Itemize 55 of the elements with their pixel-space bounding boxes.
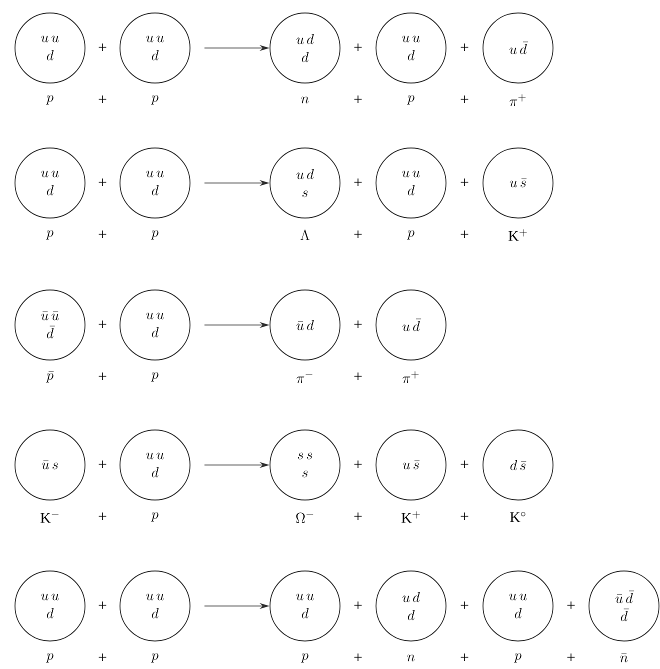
plus-sign: + xyxy=(354,320,362,328)
particle-symbol: $\bar{n}$ xyxy=(620,654,628,662)
plus-sign: + xyxy=(460,44,468,51)
plus-sign: + xyxy=(354,512,362,520)
plus-sign: + xyxy=(460,512,468,520)
plus-sign: + xyxy=(354,96,362,103)
plus-sign: + xyxy=(354,460,362,468)
particle-symbol: $p$ xyxy=(151,512,158,522)
plus-sign: + xyxy=(98,654,106,661)
plus-sign: + xyxy=(354,230,362,238)
particle-symbol: $\pi^{+}$ xyxy=(402,371,419,383)
plus-sign: + xyxy=(98,230,106,238)
plus-sign: + xyxy=(460,178,468,186)
particle-symbol: $p$ xyxy=(151,653,158,662)
particle-symbol: $\Lambda$ xyxy=(300,230,310,240)
plus-sign: + xyxy=(354,44,362,51)
particle-symbol: $\mathrm{K}^{\circ}$ xyxy=(510,512,526,522)
particle-symbol: $p$ xyxy=(151,230,158,240)
particle-symbol: $n$ xyxy=(407,654,415,662)
plus-sign: + xyxy=(98,460,106,468)
particle-symbol: $p$ xyxy=(407,95,414,104)
plus-sign: + xyxy=(98,512,106,520)
particle-symbol: $p$ xyxy=(46,230,54,240)
plus-sign: + xyxy=(460,654,468,661)
particle-symbol: $p$ xyxy=(301,653,308,662)
plus-sign: + xyxy=(460,230,468,238)
particle-symbol: $p$ xyxy=(46,653,54,662)
particle-symbol: $\mathrm{K}^{+}$ xyxy=(402,511,420,523)
plus-sign: + xyxy=(354,178,362,186)
plus-sign: + xyxy=(98,96,106,103)
plus-sign: + xyxy=(98,320,106,328)
plus-sign: + xyxy=(98,44,106,51)
plus-sign: + xyxy=(460,602,468,609)
plus-sign: + xyxy=(460,96,468,103)
plus-sign: + xyxy=(354,372,362,380)
particle-symbol: $\pi^{+}$ xyxy=(510,94,526,106)
particle-symbol: $p$ xyxy=(151,95,158,104)
plus-sign: + xyxy=(567,602,575,609)
plus-sign: + xyxy=(354,654,362,661)
particle-symbol: $p$ xyxy=(46,95,54,104)
plus-sign: + xyxy=(98,372,106,380)
particle-symbol: $p$ xyxy=(407,230,414,240)
particle-symbol: $n$ xyxy=(301,96,309,104)
particle-symbol: $\pi^{-}$ xyxy=(296,374,312,383)
particle-symbol: $p$ xyxy=(151,372,158,382)
particle-symbol: $\bar{p}$ xyxy=(46,371,54,382)
plus-sign: + xyxy=(354,602,362,609)
plus-sign: + xyxy=(567,654,575,661)
plus-sign: + xyxy=(98,178,106,186)
particle-symbol: $p$ xyxy=(514,653,522,662)
particle-symbol: $\mathrm{K}^{+}$ xyxy=(508,229,527,241)
plus-sign: + xyxy=(98,602,106,609)
particle-symbol: $\Omega^{-}$ xyxy=(296,512,314,523)
plus-sign: + xyxy=(460,460,468,468)
particle-symbol: $\mathrm{K}^{-}$ xyxy=(40,513,58,523)
